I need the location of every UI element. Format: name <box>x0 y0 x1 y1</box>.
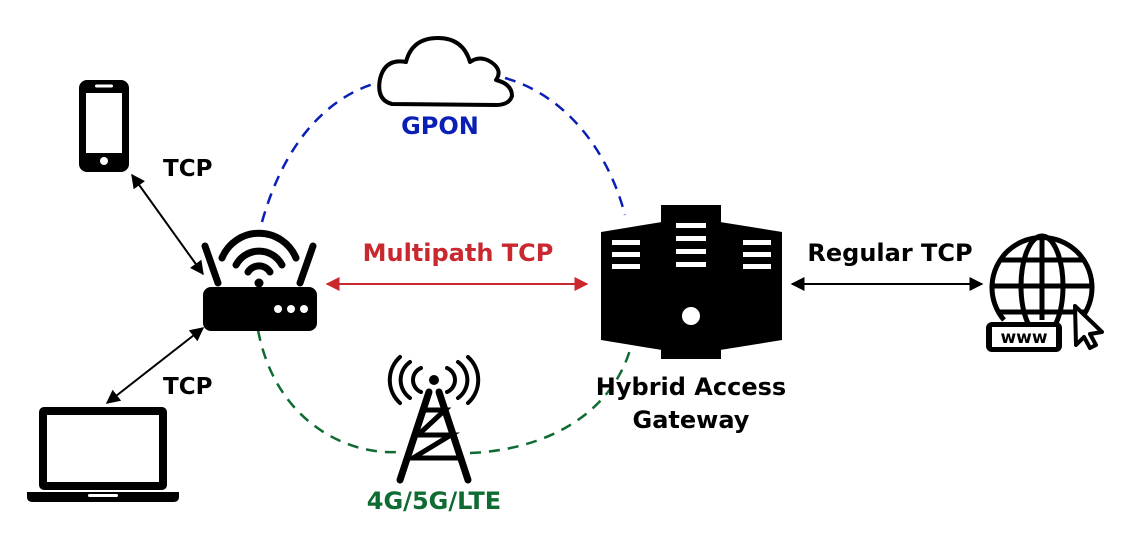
server-icon <box>601 205 782 359</box>
mobile-link <box>256 329 632 455</box>
laptop-icon <box>27 407 179 502</box>
router-icon <box>201 229 317 331</box>
cell-tower-icon <box>387 355 481 484</box>
gateway-label-line1: Hybrid Access <box>596 373 786 401</box>
gateway-label-line2: Gateway <box>633 406 750 434</box>
tcp-phone-label: TCP <box>163 156 212 182</box>
www-badge: www <box>986 322 1062 352</box>
cloud-icon <box>377 36 514 107</box>
mobile-label: 4G/5G/LTE <box>367 487 501 515</box>
gpon-link <box>260 76 627 223</box>
tcp-laptop-label: TCP <box>163 374 212 400</box>
multipath-tcp-label: Multipath TCP <box>363 239 554 267</box>
gpon-label: GPON <box>401 112 479 140</box>
smartphone-icon <box>79 80 129 172</box>
regular-tcp-label: Regular TCP <box>807 239 972 267</box>
phone-router-arrow <box>131 173 204 276</box>
cursor-icon <box>1073 304 1104 350</box>
www-label: www <box>1000 328 1047 348</box>
globe-icon <box>989 233 1095 339</box>
laptop-router-arrow <box>105 327 205 404</box>
